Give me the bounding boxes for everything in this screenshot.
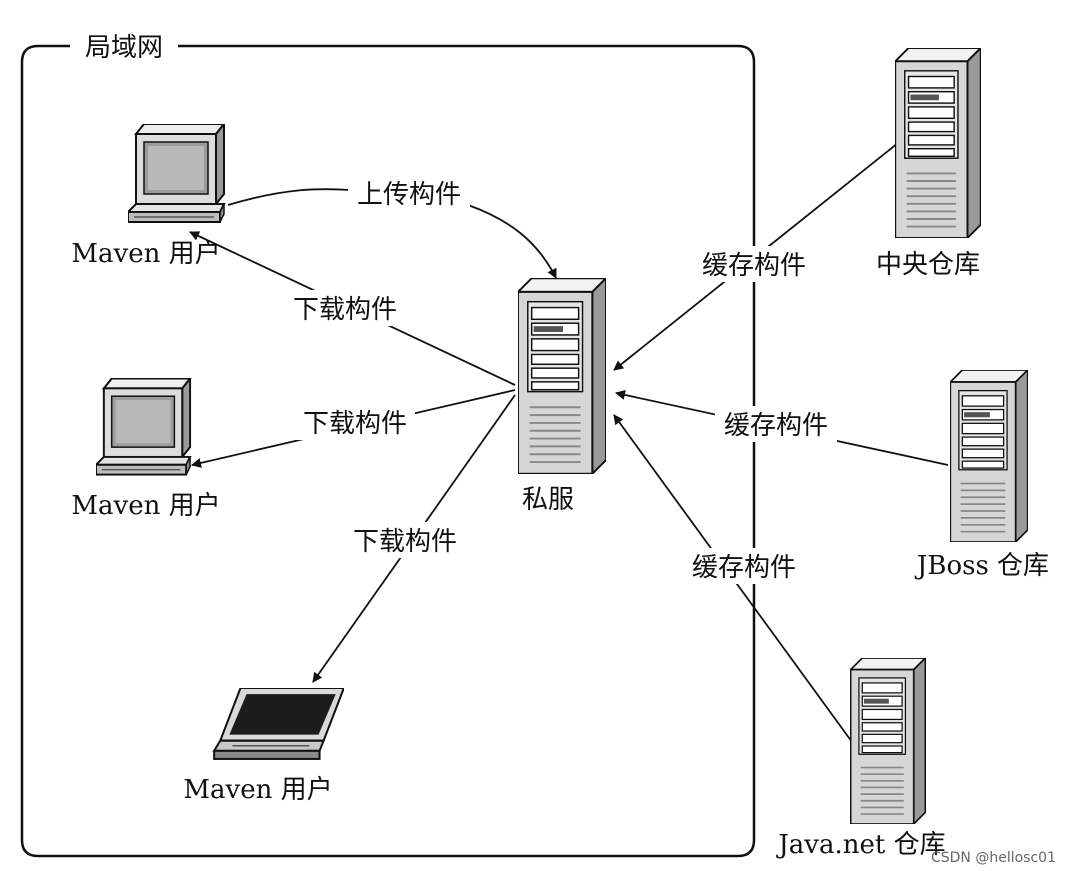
maven-client-3: Maven 用户 [183,688,344,805]
maven-client-2: Maven 用户 [71,378,221,521]
maven-client-3-label: Maven 用户 [183,775,332,805]
desktop-computer-icon [128,124,225,223]
lan-boundary [20,44,756,858]
server-tower-icon [850,658,926,824]
laptop-computer-icon [213,688,344,760]
central-repo: 中央仓库 [876,48,981,280]
cache-label-central: 缓存构件 [702,251,806,281]
server-tower-icon [950,370,1028,542]
edge-labels: 上传构件 下载构件 下载构件 下载构件 缓存构件 缓存构件 缓存构件 [285,174,837,584]
upload-label: 上传构件 [357,180,461,210]
lan-label: 局域网 [85,33,163,63]
download-label-2: 下载构件 [303,409,407,439]
javanet-repo-label: Java.net 仓库 [775,830,945,860]
upload-edge-a [227,188,351,206]
central-repo-label: 中央仓库 [876,250,980,280]
jboss-repo-label: JBoss 仓库 [914,551,1049,581]
server-tower-icon [895,48,981,238]
javanet-repo: Java.net 仓库 [775,658,946,860]
watermark: CSDN @hellosc01 [931,850,1056,866]
server-tower-icon [518,278,606,474]
download-label-1: 下载构件 [293,295,397,325]
jboss-repo: JBoss 仓库 [914,370,1049,581]
cache-label-javanet: 缓存构件 [692,553,796,583]
maven-client-1-label: Maven 用户 [71,239,220,269]
maven-client-2-label: Maven 用户 [71,491,220,521]
maven-client-1: Maven 用户 [71,124,225,269]
cache-label-jboss: 缓存构件 [724,411,828,441]
private-server-label: 私服 [522,485,574,515]
private-server: 私服 [518,278,606,515]
desktop-computer-icon [96,378,192,476]
download-label-3: 下载构件 [353,527,457,557]
upload-edge-b [467,204,557,279]
